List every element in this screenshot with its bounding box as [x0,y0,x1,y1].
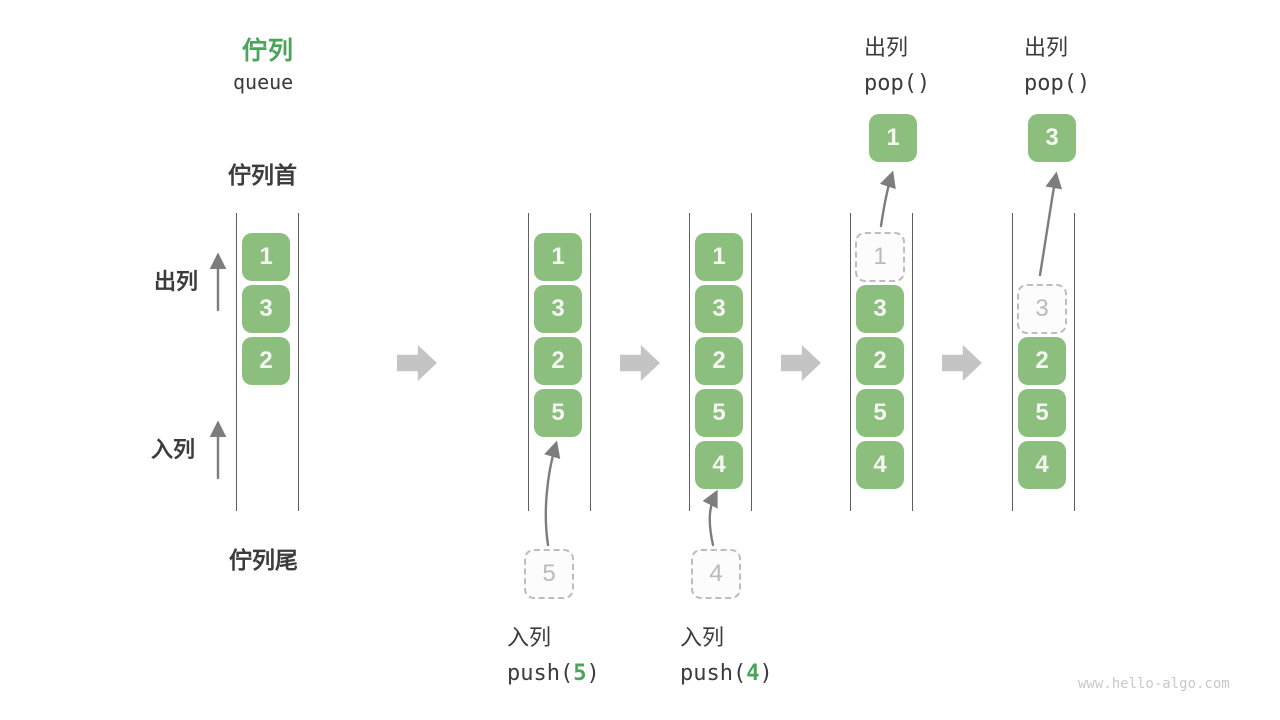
label-dequeue-direction: 出列 [154,269,199,294]
transition-arrow-icon [620,345,660,381]
op-push-code: push(5) [507,656,600,692]
op-pop-code: pop() [864,71,931,96]
queue-item: 3 [695,285,743,333]
code-pre: push( [680,661,747,686]
queue-item: 1 [242,233,290,281]
queue-item: 2 [242,337,290,385]
transition-arrow-icon [942,345,982,381]
queue-item: 5 [856,389,904,437]
op-label-push-5: 入列 push(5) [507,620,600,692]
queue-item: 2 [534,337,582,385]
transition-arrow-icon [397,345,437,381]
queue-column-2: 1 3 2 5 [528,213,591,511]
transition-arrow-icon [781,345,821,381]
queue-item: 1 [695,233,743,281]
queue-column-3: 1 3 2 5 4 [689,213,752,511]
label-queue-rear: 佇列尾 [229,547,298,573]
op-push-zh: 入列 [680,625,725,650]
label-enqueue-direction: 入列 [151,437,196,462]
label-queue-front: 佇列首 [228,162,297,188]
queue-item: 4 [1018,441,1066,489]
queue-item: 5 [1018,389,1066,437]
queue-item: 3 [534,285,582,333]
popped-item: 3 [1028,114,1076,162]
removed-item-ghost: 3 [1017,284,1067,334]
op-label-push-4: 入列 push(4) [680,620,773,692]
op-push-code: push(4) [680,656,773,692]
diagram-subtitle: queue [233,70,294,94]
op-label-pop-1: 出列 pop() [864,30,930,102]
op-pop-zh: 出列 [864,35,909,60]
queue-item: 5 [534,389,582,437]
queue-item: 2 [856,337,904,385]
incoming-item-ghost: 5 [524,549,574,599]
removed-item-ghost: 1 [855,232,905,282]
op-pop-zh: 出列 [1024,35,1069,60]
code-arg: 5 [573,661,587,686]
queue-column-1: 1 3 2 [236,213,299,511]
incoming-item-ghost: 4 [691,549,741,599]
queue-item: 4 [856,441,904,489]
diagram-title: 佇列 [242,37,295,65]
queue-column-5: 3 2 5 4 [1012,213,1075,511]
op-pop-code: pop() [1024,71,1091,96]
code-arg: 4 [746,661,760,686]
queue-column-4: 1 3 2 5 4 [850,213,913,511]
queue-item: 2 [1018,337,1066,385]
queue-item: 2 [695,337,743,385]
op-push-zh: 入列 [507,625,552,650]
popped-item: 1 [869,114,917,162]
queue-item: 5 [695,389,743,437]
queue-item: 4 [695,441,743,489]
code-post: ) [586,661,600,686]
queue-item: 3 [242,285,290,333]
code-post: ) [759,661,773,686]
code-pre: push( [507,661,574,686]
watermark: www.hello-algo.com [1078,676,1230,692]
queue-item: 3 [856,285,904,333]
queue-item: 1 [534,233,582,281]
op-label-pop-2: 出列 pop() [1024,30,1090,102]
